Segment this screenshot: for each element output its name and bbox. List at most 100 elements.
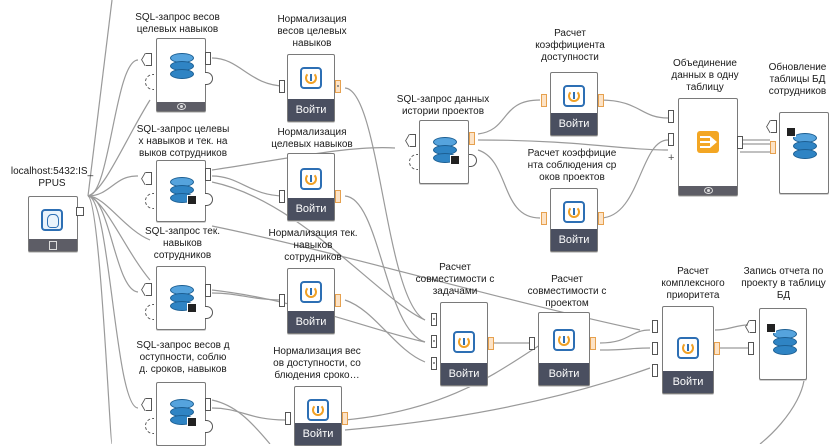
priority-node[interactable]: Войти (662, 306, 714, 394)
avail-run-button[interactable]: Войти (551, 113, 597, 135)
sql-history-param-port[interactable] (409, 154, 418, 170)
source-output-port[interactable] (76, 207, 84, 216)
sql-history-input-port[interactable] (410, 134, 416, 147)
transform-icon (300, 67, 322, 89)
source-node[interactable] (28, 196, 78, 252)
join-input-port-1[interactable] (668, 110, 674, 123)
database-icon (170, 399, 197, 427)
sql-history-node[interactable] (419, 120, 469, 184)
compat-project-run-button[interactable]: Войти (539, 363, 589, 385)
deadline-input-port[interactable] (541, 212, 547, 225)
priority-output-port[interactable] (714, 342, 720, 355)
norm4-input-port[interactable] (285, 412, 291, 425)
sql4-output-port[interactable] (205, 398, 211, 411)
database-icon (773, 329, 797, 355)
compat-tasks-output-port[interactable] (488, 337, 494, 350)
edit-badge-icon (786, 127, 796, 137)
sql2-error-port[interactable] (205, 193, 213, 206)
sql3-input-port[interactable] (146, 283, 152, 296)
sql4-param-port[interactable] (145, 418, 154, 434)
join-label: Объединение данных в одну таблицу (671, 58, 739, 93)
sql-history-error-port[interactable] (469, 154, 477, 167)
sql2-param-port[interactable] (145, 193, 154, 209)
priority-input-port-2[interactable] (652, 342, 658, 355)
sql3-output-port[interactable] (205, 284, 211, 297)
join-node[interactable] (678, 98, 738, 196)
compat-project-node[interactable]: Войти (538, 312, 590, 386)
compat-tasks-node[interactable]: Войти (440, 302, 488, 386)
norm4-run-button[interactable]: Войти (295, 423, 341, 445)
sql1-error-port[interactable] (205, 72, 213, 85)
join-input-port-2[interactable] (668, 133, 674, 146)
sql2-node[interactable] (156, 160, 206, 222)
norm1-node[interactable]: Войти (287, 54, 335, 122)
source-label: localhost:5432:IS_ PPUS (10, 166, 94, 189)
preview-icon (177, 103, 186, 110)
compat-project-output-port[interactable] (590, 337, 596, 350)
sql2-output-port[interactable] (205, 168, 211, 181)
sql-history-output-port[interactable] (469, 132, 475, 145)
report-input-port[interactable] (750, 320, 756, 333)
avail-label: Расчет коэффициента доступности (535, 28, 605, 63)
priority-label: Расчет комплексного приоритета (661, 266, 725, 301)
transform-icon (453, 331, 475, 353)
sql4-input-port[interactable] (146, 398, 152, 411)
compat-project-label: Расчет совместимости с проектом (527, 274, 607, 309)
priority-input-port-3[interactable] (652, 364, 658, 377)
avail-node[interactable]: Войти (550, 72, 598, 136)
norm3-output-port[interactable] (335, 294, 341, 307)
transform-icon (553, 329, 575, 351)
norm3-input-port[interactable] (279, 294, 285, 307)
update-input-port-2[interactable] (770, 141, 776, 154)
sql1-output-port[interactable] (205, 52, 211, 65)
norm3-node[interactable]: Войти (287, 268, 335, 334)
norm2-node[interactable]: Войти (287, 153, 335, 221)
compat-tasks-input-port-3[interactable] (431, 357, 437, 370)
sql2-label: SQL-запрос целевы х навыков и тек. на вы… (136, 124, 230, 159)
norm4-output-port[interactable] (342, 412, 348, 425)
report-input-port-2[interactable] (748, 342, 754, 355)
norm1-input-port[interactable] (279, 80, 285, 93)
norm1-output-port[interactable] (335, 80, 341, 93)
add-input-icon[interactable]: + (668, 152, 675, 164)
report-label: Запись отчета по проекту в таблицу БД (741, 266, 826, 301)
norm2-run-button[interactable]: Войти (288, 198, 334, 220)
sql3-label: SQL-запрос тек. навыков сотрудников (145, 226, 220, 261)
compat-tasks-run-button[interactable]: Войти (441, 363, 487, 385)
transform-icon (300, 168, 322, 190)
priority-run-button[interactable]: Войти (663, 371, 713, 393)
sql3-error-port[interactable] (205, 306, 213, 319)
priority-input-port-1[interactable] (652, 320, 658, 333)
norm2-input-port[interactable] (279, 190, 285, 203)
compat-project-input-port[interactable] (529, 337, 535, 350)
norm2-output-port[interactable] (335, 190, 341, 203)
avail-input-port[interactable] (541, 94, 547, 107)
sql4-error-port[interactable] (205, 420, 213, 433)
sql3-param-port[interactable] (145, 304, 154, 320)
node-status-bar (679, 186, 737, 195)
sql1-node[interactable] (156, 38, 206, 112)
avail-output-port[interactable] (598, 94, 604, 107)
report-node[interactable] (759, 308, 807, 380)
node-status-bar (157, 102, 205, 111)
compat-tasks-input-port-2[interactable] (431, 335, 437, 348)
update-node[interactable] (779, 112, 829, 194)
norm4-label: Нормализация вес ов доступности, со блюд… (273, 346, 361, 381)
sql3-node[interactable] (156, 266, 206, 330)
sql2-input-port[interactable] (146, 172, 152, 185)
sql4-label: SQL-запрос весов д оступности, соблю д. … (136, 340, 230, 375)
norm3-run-button[interactable]: Войти (288, 311, 334, 333)
deadline-node[interactable]: Войти (550, 188, 598, 252)
deadline-run-button[interactable]: Войти (551, 229, 597, 251)
compat-tasks-input-port-1[interactable] (431, 313, 437, 326)
update-input-port[interactable] (771, 120, 777, 133)
norm4-node[interactable]: Войти (294, 386, 342, 446)
norm1-run-button[interactable]: Войти (288, 99, 334, 121)
sql4-node[interactable] (156, 382, 206, 446)
sql1-param-port[interactable] (145, 74, 154, 90)
join-output-port[interactable] (737, 136, 743, 149)
sql1-input-port[interactable] (146, 53, 152, 66)
deadline-label: Расчет коэффицие нта соблюдения ср оков … (527, 148, 617, 183)
deadline-output-port[interactable] (598, 212, 604, 225)
